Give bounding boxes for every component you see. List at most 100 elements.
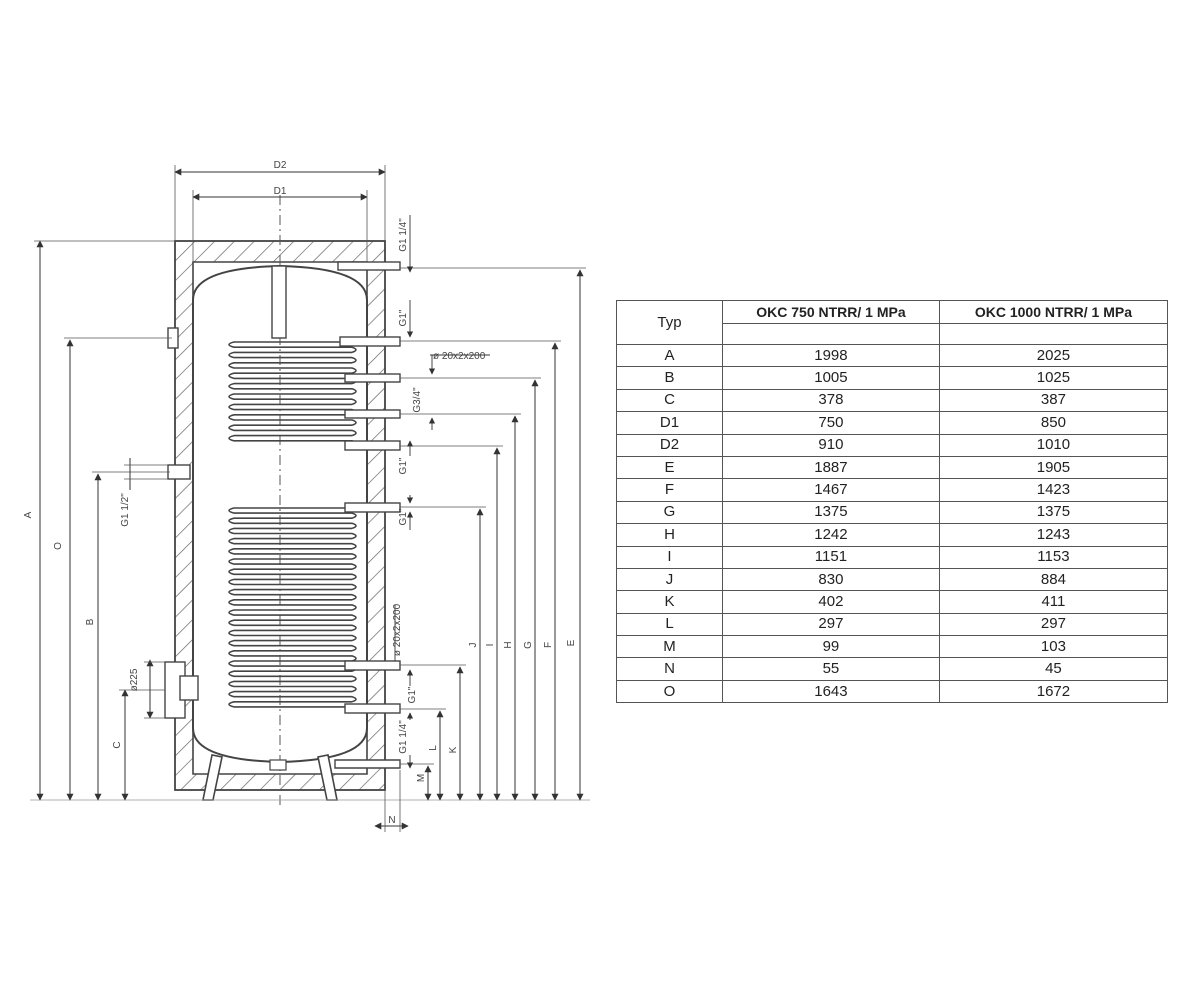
row-typ: I — [616, 545, 723, 569]
lower-heat-exchanger-coil — [228, 507, 357, 713]
coil-turn — [228, 558, 357, 570]
label-c: C — [112, 741, 123, 748]
value-1000: 1905 — [938, 455, 1169, 480]
label-j: J — [468, 643, 479, 648]
row-typ: D2 — [616, 433, 723, 457]
row-typ: F — [616, 478, 723, 502]
coil-turn — [228, 629, 357, 642]
coil-turn — [228, 639, 357, 652]
coil-turn — [228, 680, 357, 693]
coil-turn — [228, 588, 357, 601]
dim-e: E — [400, 267, 586, 801]
coil-turn — [228, 548, 357, 560]
value-750: 750 — [722, 411, 940, 435]
value-1000: 2025 — [938, 343, 1169, 368]
label-flange: ø225 — [129, 668, 140, 691]
label-coil-bottom: ø 20x2x200 — [392, 603, 403, 656]
label-g34: G3/4" — [412, 387, 423, 413]
row-typ: M — [616, 635, 723, 659]
value-750: 297 — [722, 612, 940, 637]
label-a: A — [23, 511, 34, 518]
value-1000: 1423 — [938, 478, 1169, 502]
value-1000: 1025 — [938, 366, 1169, 390]
dim-j: J — [400, 506, 486, 801]
label-b: B — [85, 618, 96, 625]
value-750: 55 — [722, 657, 940, 681]
row-typ: L — [616, 612, 723, 637]
value-1000: 1153 — [938, 545, 1169, 569]
label-g114-bottom: G1 1/4" — [398, 720, 409, 754]
dimension-table: Typ OKC 750 NTRR/ 1 MPa OKC 1000 NTRR/ 1… — [616, 300, 1169, 704]
coil-turn — [228, 362, 357, 374]
label-d2: D2 — [274, 160, 287, 171]
label-g1-a: G1" — [398, 309, 409, 326]
row-typ: K — [616, 590, 723, 614]
label-g1-b: G1" — [398, 457, 409, 474]
row-typ: N — [616, 657, 723, 681]
tank-diagram: D2 D1 A O B C G1 1/2" ø225 — [23, 160, 590, 832]
fitting-callouts — [394, 215, 490, 769]
value-750: 378 — [722, 388, 940, 413]
row-typ: G — [616, 500, 723, 525]
label-k: K — [448, 746, 459, 753]
anode-rod — [269, 265, 287, 771]
inner-tank — [192, 195, 368, 805]
dim-c: C — [112, 689, 165, 801]
coil-turn — [228, 537, 357, 550]
dim-d2: D2 — [174, 160, 386, 241]
coil-turn — [228, 351, 357, 364]
row-typ: C — [616, 388, 723, 413]
label-d1: D1 — [274, 186, 287, 197]
value-1000: 884 — [938, 567, 1169, 592]
value-750: 1005 — [722, 366, 940, 390]
coil-turn — [228, 578, 357, 591]
row-typ: B — [616, 366, 723, 390]
dim-l: L — [400, 708, 446, 801]
header-spacer — [722, 323, 940, 345]
label-g: G — [523, 641, 534, 649]
dim-m: M — [400, 763, 434, 801]
label-g112: G1 1/2" — [120, 493, 131, 527]
value-1000: 850 — [938, 411, 1169, 435]
label-e: E — [566, 639, 577, 646]
coil-turn — [228, 599, 357, 611]
value-1000: 1672 — [938, 679, 1169, 704]
value-1000: 1010 — [938, 433, 1169, 457]
value-1000: 387 — [938, 388, 1169, 413]
coil-turn — [228, 527, 357, 540]
label-g1-c: G1" — [398, 508, 409, 525]
dim-flange: ø225 — [129, 659, 165, 719]
dim-f: F — [400, 340, 561, 801]
label-i: I — [485, 644, 496, 647]
dim-d1: D1 — [192, 186, 368, 262]
coil-turn — [228, 424, 357, 437]
value-750: 1467 — [722, 478, 940, 502]
row-typ: E — [616, 455, 723, 480]
dim-i: I — [400, 445, 503, 801]
value-750: 1375 — [722, 500, 940, 525]
value-750: 1887 — [722, 455, 940, 480]
dim-h: H — [400, 413, 521, 801]
value-750: 99 — [722, 635, 940, 659]
value-750: 1998 — [722, 343, 940, 368]
coil-turn — [228, 507, 357, 519]
row-typ: A — [616, 343, 723, 368]
label-n: N — [388, 815, 395, 826]
coil-turn — [228, 382, 357, 395]
value-1000: 103 — [938, 635, 1169, 659]
label-m: M — [416, 774, 427, 782]
label-coil-top: ø 20x2x200 — [433, 351, 486, 362]
